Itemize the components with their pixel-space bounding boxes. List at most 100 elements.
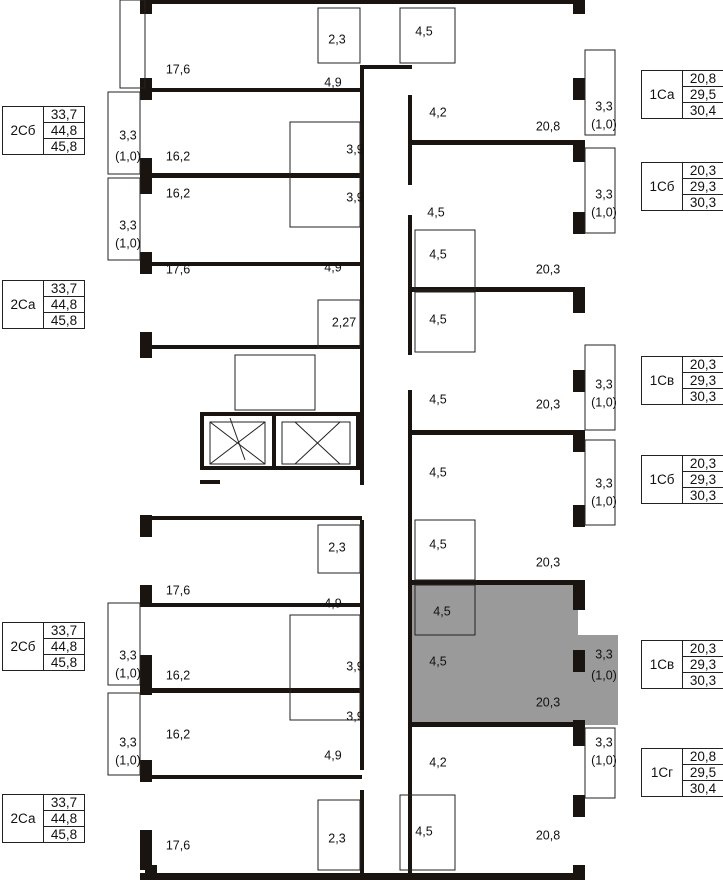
apartment-badge[interactable]: 1Сг 20,8 29,5 30,4 — [641, 748, 723, 797]
apartment-areas: 20,3 29,3 30,3 — [682, 640, 723, 689]
room-area-label: (1,0) — [591, 117, 617, 131]
room-area-label: 4,2 — [429, 755, 446, 769]
total-area: 44,8 — [44, 122, 84, 138]
total-area-with-balcony: 30,3 — [683, 388, 723, 404]
total-area: 29,3 — [683, 656, 723, 672]
room-area-label: 17,6 — [166, 838, 190, 852]
living-area: 20,3 — [689, 456, 717, 471]
room-area-label: (1,0) — [591, 668, 617, 682]
apartment-badge[interactable]: 2Сб 33,7 44,8 45,8 — [2, 622, 85, 671]
apartment-areas: 33,7 44,8 45,8 — [43, 622, 85, 671]
apartment-code: 1Са — [641, 70, 682, 119]
room-area-label: 17,6 — [166, 583, 190, 597]
apartment-badge[interactable]: 1Са 20,8 29,5 30,4 — [641, 70, 723, 119]
partitions — [107, 0, 616, 871]
total-area-with-balcony: 45,8 — [44, 138, 84, 154]
room-area-label: 4,9 — [324, 748, 341, 762]
room-area-label: 3,3 — [595, 476, 612, 490]
room-area-label: 20,3 — [536, 262, 560, 276]
room-area-label: 4,5 — [429, 247, 446, 261]
apartment-areas: 20,8 29,5 30,4 — [682, 748, 723, 797]
room-area-label: 20,8 — [536, 119, 560, 133]
room-area-label: 3,3 — [595, 99, 612, 113]
room-area-label: 4,5 — [429, 537, 446, 551]
total-area-with-balcony: 30,4 — [683, 780, 723, 796]
living-area: 20,3 — [689, 163, 717, 178]
walls — [140, 0, 585, 880]
total-area: 29,3 — [683, 372, 723, 388]
total-area: 29,3 — [683, 178, 723, 194]
room-area-label: 3,3 — [595, 377, 612, 391]
room-area-label: 17,6 — [166, 62, 190, 76]
living-area: 20,8 — [689, 749, 717, 764]
room-area-label: 3,3 — [595, 187, 612, 201]
apartment-badge[interactable]: 2Сб 33,7 44,8 45,8 — [2, 106, 85, 155]
room-area-label: (1,0) — [591, 395, 617, 409]
apartment-badge[interactable]: 1Сб 20,3 29,3 30,3 — [641, 455, 723, 504]
room-area-label: 4,5 — [429, 654, 446, 668]
apartment-code: 2Са — [2, 280, 43, 329]
room-area-label: 4,5 — [429, 465, 446, 479]
apartment-badge[interactable]: 2Са 33,7 44,8 45,8 — [2, 280, 85, 329]
room-area-label: 3,3 — [595, 735, 612, 749]
apartment-code: 2Са — [2, 794, 43, 843]
room-area-label: 4,9 — [324, 75, 341, 89]
apartment-areas: 33,7 44,8 45,8 — [43, 280, 85, 329]
room-area-label: 16,2 — [166, 727, 190, 741]
room-area-label: 17,6 — [166, 262, 190, 276]
living-area: 33,7 — [50, 623, 78, 638]
apartment-areas: 20,3 29,3 30,3 — [682, 162, 723, 211]
room-area-label: 3,3 — [119, 648, 136, 662]
apartment-code: 1Сг — [641, 748, 682, 797]
room-area-label: 2,3 — [328, 32, 345, 46]
room-area-label: 16,2 — [166, 149, 190, 163]
apartment-code: 1Сб — [641, 455, 682, 504]
apartment-areas: 33,7 44,8 45,8 — [43, 106, 85, 155]
apartment-areas: 20,8 29,5 30,4 — [682, 70, 723, 119]
total-area: 29,5 — [683, 764, 723, 780]
apartment-areas: 20,3 29,3 30,3 — [682, 356, 723, 405]
apartment-code: 2Сб — [2, 106, 43, 155]
total-area: 44,8 — [44, 638, 84, 654]
room-area-label: (1,0) — [591, 205, 617, 219]
total-area: 29,3 — [683, 471, 723, 487]
room-area-label: 20,3 — [536, 555, 560, 569]
living-area: 33,7 — [50, 107, 78, 122]
room-area-label: 2,3 — [328, 540, 345, 554]
room-area-label: (1,0) — [115, 753, 141, 767]
room-area-label: 3,9 — [346, 190, 363, 204]
room-area-label: 3,3 — [119, 735, 136, 749]
apartment-badge[interactable]: 1Св 20,3 29,3 30,3 — [641, 640, 723, 689]
apartment-code: 1Св — [641, 640, 682, 689]
total-area-with-balcony: 30,3 — [683, 672, 723, 688]
room-area-label: 20,8 — [536, 828, 560, 842]
total-area-with-balcony: 30,3 — [683, 194, 723, 210]
apartment-badge[interactable]: 2Са 33,7 44,8 45,8 — [2, 794, 85, 843]
apartment-code: 1Св — [641, 356, 682, 405]
room-area-label: 4,5 — [429, 312, 446, 326]
total-area-with-balcony: 45,8 — [44, 826, 84, 842]
total-area-with-balcony: 30,4 — [683, 102, 723, 118]
selected-apartment-highlight[interactable] — [410, 585, 618, 725]
room-area-label: 3,3 — [119, 218, 136, 232]
room-area-label: 3,3 — [595, 647, 612, 661]
apartment-badge[interactable]: 1Сб 20,3 29,3 30,3 — [641, 162, 723, 211]
total-area: 29,5 — [683, 86, 723, 102]
living-area: 33,7 — [50, 281, 78, 296]
total-area-with-balcony: 45,8 — [44, 654, 84, 670]
room-area-label: 4,5 — [427, 205, 444, 219]
apartment-code: 2Сб — [2, 622, 43, 671]
room-area-label: 4,5 — [415, 824, 432, 838]
living-area: 20,3 — [689, 641, 717, 656]
room-area-label: (1,0) — [591, 753, 617, 767]
total-area: 44,8 — [44, 810, 84, 826]
room-area-label: 20,3 — [536, 397, 560, 411]
room-area-label: 4,5 — [433, 604, 450, 618]
living-area: 20,8 — [689, 71, 717, 86]
room-area-label: 3,9 — [346, 659, 363, 673]
room-area-label: (1,0) — [591, 494, 617, 508]
room-area-labels: 2,3 4,5 17,6 4,9 4,2 20,8 3,3 (1,0) 3,9 16,2 16,2 3… — [115, 24, 617, 852]
room-area-label: 4,2 — [429, 105, 446, 119]
apartment-badge[interactable]: 1Св 20,3 29,3 30,3 — [641, 356, 723, 405]
